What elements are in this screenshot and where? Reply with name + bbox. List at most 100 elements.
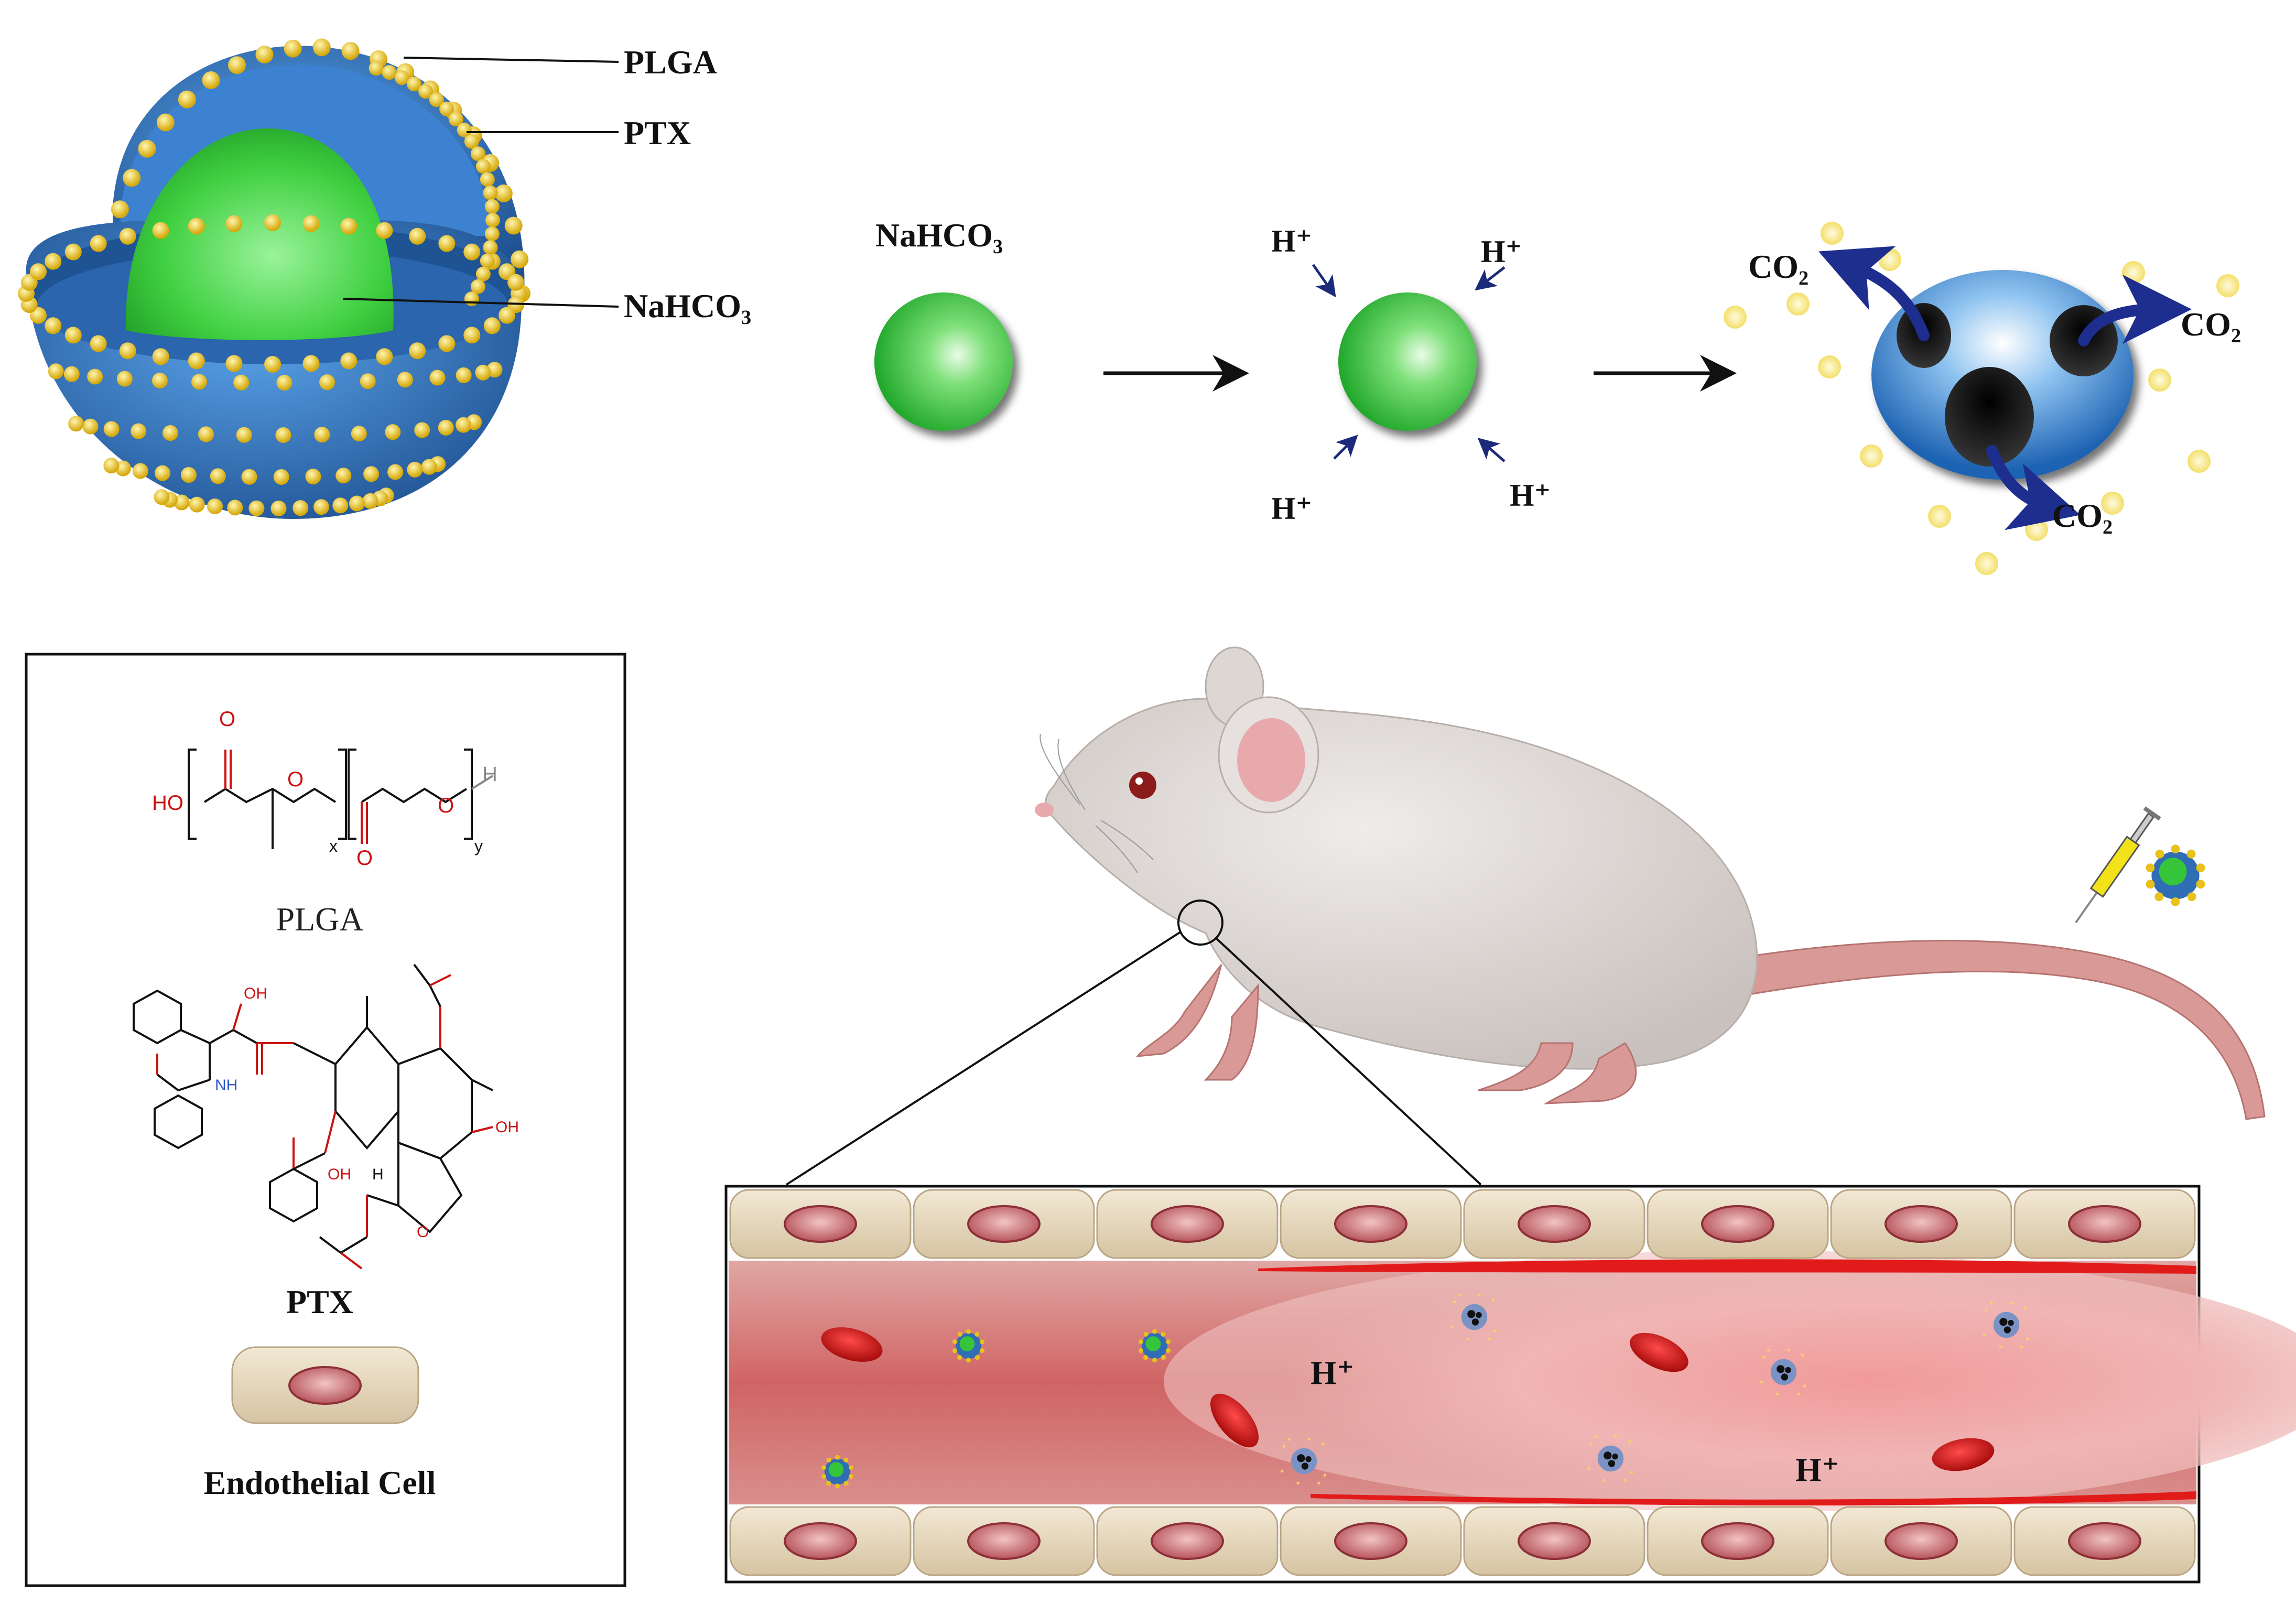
ptx-dot [111, 200, 129, 219]
ptx-dot [202, 71, 220, 89]
plga-ester-o-2: O [356, 847, 373, 870]
ptx-dot [207, 498, 223, 514]
ptx-dot [494, 184, 513, 202]
ptx-dot [154, 489, 170, 505]
ptx-dot [484, 226, 500, 242]
ptx-dot [90, 235, 107, 252]
ptx-dot [152, 372, 168, 388]
mouse-front-leg [1135, 964, 1222, 1057]
ptx-h: H [372, 1166, 384, 1183]
plga-ester-o-3: O [438, 794, 454, 817]
ptx-dot [484, 199, 500, 214]
ptx-dot [463, 327, 481, 344]
ptx-dot [349, 495, 365, 512]
endothelial-nucleus [784, 1205, 857, 1243]
ptx-dot [362, 493, 378, 509]
ptx-dot [335, 468, 352, 484]
ptx-dot [48, 363, 64, 380]
ptx-dot [463, 243, 481, 261]
ptx-dot [155, 465, 171, 481]
ptx-dot [178, 90, 196, 109]
plga-structure [188, 749, 494, 849]
plga-sub-y: y [474, 837, 483, 855]
proton-arrows [1312, 264, 1506, 462]
ptx-dot [284, 39, 302, 58]
ptx-dot [276, 374, 293, 391]
ptx-dot [409, 342, 426, 360]
nahco3-particle-acid [1338, 292, 1477, 431]
plga-terminal-h: H [482, 763, 497, 786]
ptx-dot [439, 101, 454, 116]
ptx-dot [30, 263, 47, 280]
ptx-dot [236, 427, 252, 443]
ptx-dot [456, 417, 472, 433]
vessel-streak-top [1258, 1259, 2196, 1274]
endothelial-cell-nucleus [288, 1366, 362, 1405]
proton-label-2: H⁺ [1481, 234, 1522, 269]
endothelium-top [729, 1189, 2196, 1259]
ptx-dot [132, 463, 148, 479]
ptx-dot [483, 240, 498, 255]
ptx-dot [191, 374, 208, 390]
ptx-dot [82, 418, 99, 435]
zoom-circle [1177, 899, 1223, 946]
nanoparticle-cutaway [18, 38, 530, 519]
ptx-dot [340, 352, 358, 370]
injected-nanoparticle-icon [2146, 844, 2205, 906]
legend-box [25, 653, 626, 1587]
ptx-dot [225, 355, 243, 372]
ptx-dot [248, 500, 265, 516]
ptx-dot [270, 500, 287, 516]
plga-acid-ho: HO [152, 792, 183, 815]
endothelial-nucleus [1151, 1205, 1224, 1243]
zoom-line-right [1215, 937, 1482, 1186]
endothelial-nucleus [784, 1522, 857, 1560]
proton-label-4: H⁺ [1510, 478, 1551, 513]
endothelial-nucleus [1518, 1205, 1591, 1243]
plga-leader-line [403, 57, 619, 63]
ptx-dot [429, 370, 446, 386]
ptx-dot [438, 235, 456, 252]
endothelium-bottom [729, 1506, 2196, 1576]
nahco3-particle [874, 292, 1013, 431]
ptx-dot [63, 366, 80, 382]
ptx-dot [90, 335, 107, 352]
ptx-dot [87, 369, 103, 385]
nahco3-leader-line [343, 298, 619, 308]
ptx-dot [119, 227, 136, 245]
ptx-dot [138, 139, 156, 158]
ptx-dot [382, 65, 397, 80]
ptx-dot [456, 367, 472, 383]
co2-arrows [1818, 246, 2192, 530]
plga-sub-x: x [329, 837, 338, 855]
ptx-dot [305, 469, 321, 485]
vessel-proton-label-2: H⁺ [1795, 1451, 1839, 1488]
ptx-dot [198, 426, 214, 442]
ptx-dot [438, 335, 456, 352]
ptx-dot [255, 45, 274, 63]
ptx-dot [188, 218, 205, 235]
ptx-dot [457, 122, 472, 137]
label-nahco3-core: NaHCO₃ [624, 287, 751, 324]
ptx-dot [313, 499, 329, 515]
ptx-structure [133, 963, 493, 1270]
ptx-dot [498, 307, 515, 324]
red-blood-cell [821, 1327, 883, 1362]
ptx-dot [363, 466, 380, 482]
proton-label-3: H⁺ [1271, 491, 1312, 526]
plga-carbonyl-o: O [219, 708, 235, 731]
ptx-dot [45, 317, 62, 334]
ptx-dot [421, 459, 437, 475]
ptx-dot [341, 42, 360, 60]
ptx-dot [483, 317, 501, 334]
ptx-dot [470, 279, 485, 294]
ptx-dot [397, 372, 413, 388]
ptx-dot [227, 500, 243, 516]
co2-label-2: CO₂ [2181, 306, 2241, 343]
ptx-dot [174, 494, 190, 511]
ptx-dot [116, 371, 133, 387]
vessel-proton-label-1: H⁺ [1311, 1354, 1355, 1391]
ptx-dot [485, 213, 500, 227]
vessel-streak-bottom [1311, 1491, 2196, 1506]
ptx-dot [275, 427, 291, 443]
